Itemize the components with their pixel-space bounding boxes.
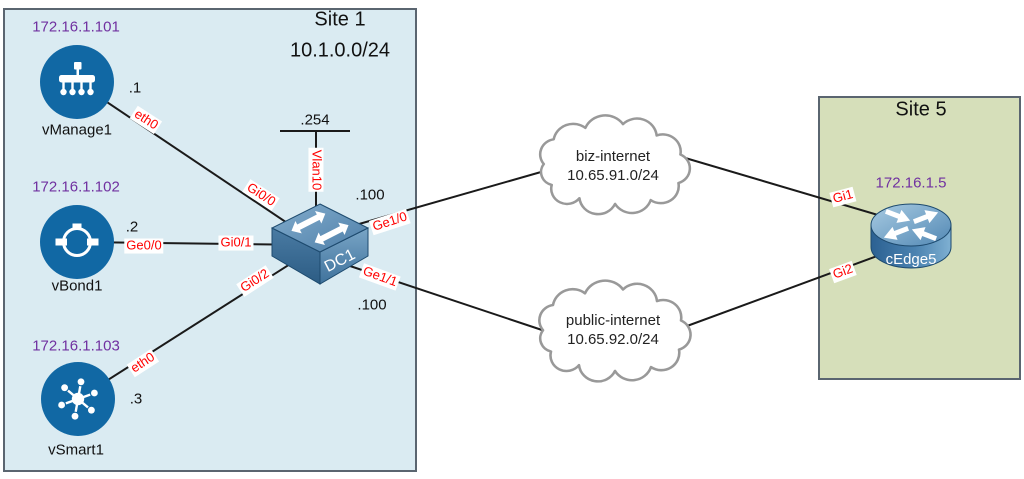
vsmart-ip: 172.16.1.103 bbox=[32, 337, 120, 355]
router-arrows-glyph bbox=[883, 209, 939, 241]
vbond-ip: 172.16.1.102 bbox=[32, 178, 120, 196]
vbond-name: vBond1 bbox=[51, 277, 103, 295]
public-internet-cloud-label: public-internet 10.65.92.0/24 bbox=[566, 311, 660, 349]
vmanage-ip: 172.16.1.101 bbox=[32, 18, 120, 36]
biz-internet-cloud-label: biz-internet 10.65.91.0/24 bbox=[567, 147, 659, 185]
biz-cloud-name: biz-internet bbox=[575, 148, 651, 165]
vmanage-name: vManage1 bbox=[41, 121, 113, 139]
public-internet-cloud-shape bbox=[538, 279, 692, 383]
link-vmanage-dc1 bbox=[76, 81, 321, 246]
vmanage-host-octet: .1 bbox=[128, 79, 142, 97]
vsmart-icon bbox=[58, 378, 98, 420]
dc1-ge11-octet: .100 bbox=[357, 296, 387, 314]
cedge5-name: cEdge5 bbox=[886, 251, 937, 268]
link-vsmart-dc1 bbox=[77, 244, 321, 400]
public-cloud-subnet: 10.65.92.0/24 bbox=[567, 331, 659, 348]
site1-subnet: 10.1.0.0/24 bbox=[289, 39, 391, 62]
site5-title: Site 5 bbox=[895, 98, 947, 121]
vbond-icon bbox=[55, 223, 99, 257]
vbond-ge00-label: Ge0/0 bbox=[124, 237, 164, 254]
vbond-node bbox=[40, 205, 114, 279]
vbond-host-octet: .2 bbox=[125, 218, 139, 236]
link-public-cedge5 bbox=[667, 251, 889, 334]
dc1-vlan10-label: Vlan10 bbox=[308, 147, 325, 193]
dc1-ge10-octet: .100 bbox=[355, 186, 385, 204]
dc1-gi01-label: Gi0/1 bbox=[218, 234, 254, 251]
vlan-octet: .254 bbox=[300, 111, 330, 129]
cedge5-ip: 172.16.1.5 bbox=[875, 174, 947, 192]
cedge5-router-icon: cEdge5 bbox=[870, 203, 952, 269]
dc1-switch-icon: DC1 bbox=[270, 203, 370, 285]
vsmart-host-octet: .3 bbox=[129, 390, 143, 408]
biz-cloud-subnet: 10.65.91.0/24 bbox=[567, 167, 659, 184]
vmanage-icon bbox=[59, 62, 95, 96]
switch-arrows-glyph bbox=[291, 210, 349, 246]
vsmart-node bbox=[41, 362, 115, 436]
vsmart-name: vSmart1 bbox=[48, 441, 104, 459]
vmanage-node bbox=[40, 45, 114, 119]
link-biz-cedge5 bbox=[664, 151, 896, 221]
biz-internet-cloud-shape bbox=[538, 114, 692, 216]
public-cloud-name: public-internet bbox=[565, 312, 661, 329]
site1-title: Site 1 bbox=[314, 8, 366, 31]
